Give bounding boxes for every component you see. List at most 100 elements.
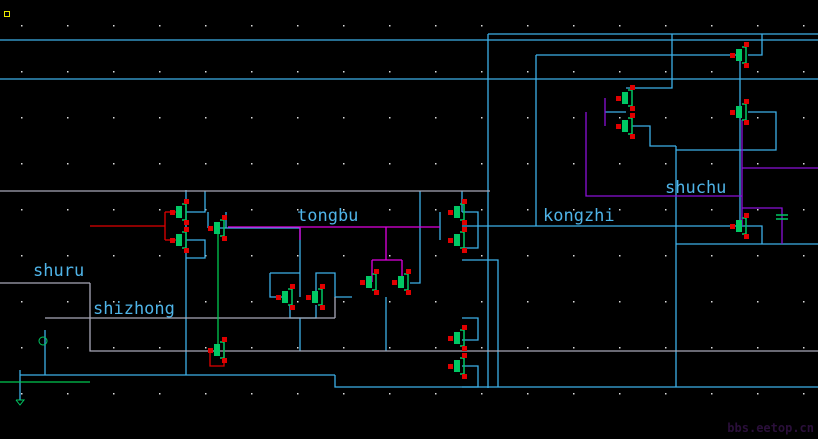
pin-icon bbox=[744, 213, 749, 218]
grid-dot bbox=[803, 117, 805, 119]
transistor-icon bbox=[318, 288, 323, 306]
grid-dot bbox=[665, 301, 667, 303]
pin-icon bbox=[184, 199, 189, 204]
grid-dot bbox=[251, 209, 253, 211]
grid-dot bbox=[21, 301, 23, 303]
pin-icon bbox=[616, 124, 621, 129]
origin-marker bbox=[4, 11, 10, 17]
grid-dot bbox=[573, 255, 575, 257]
grid-dot bbox=[297, 25, 299, 27]
grid-dot bbox=[205, 71, 207, 73]
grid-dot bbox=[205, 301, 207, 303]
grid-dot bbox=[159, 301, 161, 303]
wire bbox=[410, 191, 421, 284]
grid-dot bbox=[343, 117, 345, 119]
wire bbox=[748, 34, 763, 56]
grid-dot bbox=[481, 25, 483, 27]
transistor-icon bbox=[454, 332, 460, 344]
grid-dot bbox=[481, 347, 483, 349]
grid-dot bbox=[435, 255, 437, 257]
grid-dot bbox=[67, 393, 69, 395]
grid-dot bbox=[21, 209, 23, 211]
grid-dot bbox=[481, 209, 483, 211]
transistor-icon bbox=[454, 206, 460, 218]
grid-dot bbox=[251, 301, 253, 303]
grid-dot bbox=[297, 117, 299, 119]
grid-dot bbox=[803, 393, 805, 395]
grid-dot bbox=[205, 25, 207, 27]
pin-icon bbox=[222, 337, 227, 342]
grid-dot bbox=[803, 71, 805, 73]
grid-dot bbox=[113, 25, 115, 27]
grid-dot bbox=[113, 163, 115, 165]
pin-icon bbox=[462, 346, 467, 351]
grid-dot bbox=[21, 347, 23, 349]
wire bbox=[462, 365, 479, 388]
pin-icon bbox=[462, 220, 467, 225]
grid-dot bbox=[435, 301, 437, 303]
grid-dot bbox=[803, 255, 805, 257]
grid-dot bbox=[159, 209, 161, 211]
grid-dot bbox=[21, 117, 23, 119]
pin-icon bbox=[462, 325, 467, 330]
grid-dot bbox=[573, 347, 575, 349]
transistor-icon bbox=[454, 360, 460, 372]
grid-dot bbox=[297, 301, 299, 303]
grid-dot bbox=[297, 71, 299, 73]
grid-dot bbox=[389, 301, 391, 303]
grid-dot bbox=[619, 301, 621, 303]
grid-dot bbox=[711, 301, 713, 303]
grid-dot bbox=[67, 117, 69, 119]
wire bbox=[186, 191, 206, 213]
grid-dot bbox=[159, 71, 161, 73]
grid-dot bbox=[389, 347, 391, 349]
transistor-icon bbox=[288, 288, 293, 306]
grid-dot bbox=[113, 347, 115, 349]
grid-dot bbox=[573, 301, 575, 303]
grid-dot bbox=[251, 347, 253, 349]
net-purple bbox=[742, 207, 783, 244]
wire bbox=[462, 317, 479, 341]
grid-dot bbox=[113, 71, 115, 73]
grid-dot bbox=[205, 393, 207, 395]
grid-dot bbox=[205, 255, 207, 257]
grid-dot bbox=[113, 117, 115, 119]
grid-dot bbox=[159, 393, 161, 395]
grid-dot bbox=[665, 163, 667, 165]
grid-dot bbox=[159, 163, 161, 165]
grid-dot bbox=[251, 393, 253, 395]
transistor-icon bbox=[214, 222, 220, 234]
grid-dot bbox=[481, 255, 483, 257]
grid-dot bbox=[803, 209, 805, 211]
pin-icon bbox=[744, 99, 749, 104]
grid-dot bbox=[573, 393, 575, 395]
grid-dot bbox=[389, 209, 391, 211]
grid-dot bbox=[481, 163, 483, 165]
wire bbox=[676, 111, 777, 151]
pin-icon bbox=[406, 269, 411, 274]
pin-icon bbox=[630, 134, 635, 139]
grid-dot bbox=[573, 71, 575, 73]
transistor-icon bbox=[460, 231, 465, 249]
grid-dot bbox=[527, 209, 529, 211]
grid-dot bbox=[67, 255, 69, 257]
grid-dot bbox=[711, 255, 713, 257]
transistor-icon bbox=[736, 49, 742, 61]
pin-icon bbox=[392, 280, 397, 285]
grid-dot bbox=[665, 117, 667, 119]
pin-icon bbox=[170, 210, 175, 215]
watermark: bbs.eetop.cn bbox=[727, 421, 814, 435]
grid-dot bbox=[21, 71, 23, 73]
grid-dot bbox=[113, 209, 115, 211]
transistor-icon bbox=[176, 206, 182, 218]
transistor-icon bbox=[628, 117, 633, 135]
transistor-icon bbox=[628, 89, 633, 107]
pin-icon bbox=[744, 63, 749, 68]
grid-dot bbox=[573, 163, 575, 165]
pin-icon bbox=[462, 227, 467, 232]
grid-dot bbox=[711, 117, 713, 119]
transistor-icon bbox=[220, 341, 225, 359]
net-purple bbox=[585, 112, 742, 197]
